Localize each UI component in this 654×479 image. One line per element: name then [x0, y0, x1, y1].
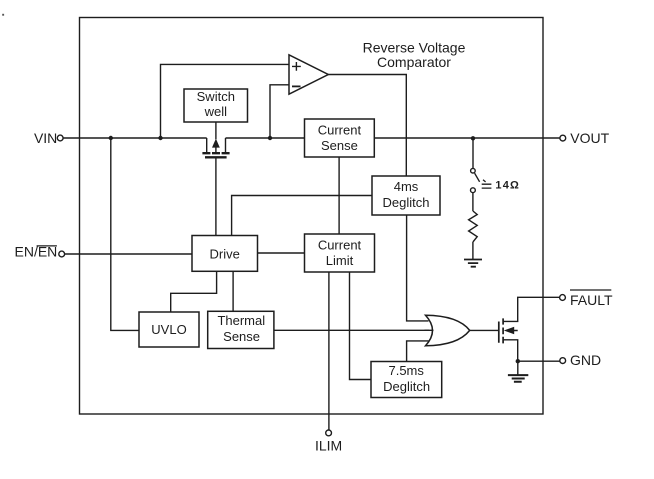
svg-text:UVLO: UVLO — [151, 322, 186, 337]
svg-text:Deglitch: Deglitch — [383, 195, 430, 210]
svg-text:14Ω: 14Ω — [495, 179, 520, 191]
svg-text:Sense: Sense — [321, 138, 358, 153]
svg-text:7.5ms: 7.5ms — [388, 363, 424, 378]
svg-text:Thermal: Thermal — [217, 313, 265, 328]
svg-text:ILIM: ILIM — [315, 437, 342, 453]
svg-text:Current: Current — [318, 237, 362, 252]
svg-text:VIN: VIN — [34, 130, 57, 146]
svg-text:4ms: 4ms — [394, 179, 419, 194]
svg-text:Sense: Sense — [223, 329, 260, 344]
svg-text:well: well — [204, 104, 228, 119]
svg-text:Reverse Voltage: Reverse Voltage — [363, 39, 466, 55]
svg-text:Comparator: Comparator — [377, 54, 451, 70]
svg-text:Limit: Limit — [326, 253, 354, 268]
svg-text:Current: Current — [318, 122, 362, 137]
svg-text:VOUT: VOUT — [570, 130, 609, 146]
svg-text:GND: GND — [570, 352, 601, 368]
svg-text:EN/EN: EN/EN — [15, 244, 58, 260]
svg-text:Drive: Drive — [210, 246, 240, 261]
svg-text:FAULT: FAULT — [570, 292, 613, 308]
svg-text:Switch: Switch — [197, 89, 235, 104]
svg-text:Deglitch: Deglitch — [383, 379, 430, 394]
